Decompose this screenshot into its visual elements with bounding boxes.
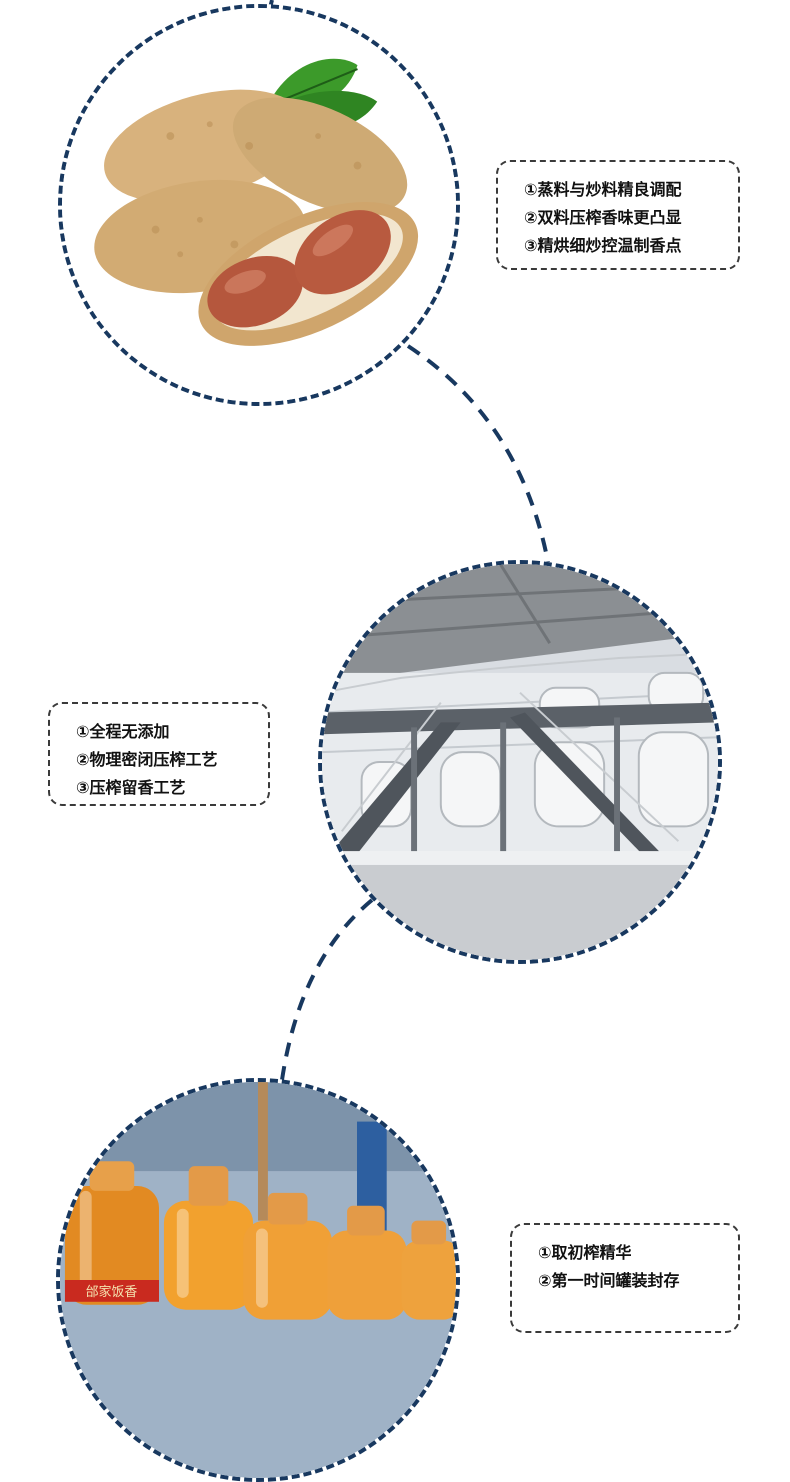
feature-line: ①取初榨精华 bbox=[538, 1243, 632, 1262]
feature-box-pressing: ①全程无添加 ②物理密闭压榨工艺 ③压榨留香工艺 bbox=[48, 702, 270, 806]
factory-image-circle bbox=[318, 560, 722, 964]
feature-line: ③压榨留香工艺 bbox=[76, 778, 186, 797]
feature-line: ②第一时间罐装封存 bbox=[538, 1271, 680, 1290]
feature-line: ②双料压榨香味更凸显 bbox=[524, 208, 682, 227]
factory-image bbox=[322, 564, 718, 960]
bottles-image-circle: 邰家饭香 bbox=[56, 1078, 460, 1482]
feature-line: ①蒸料与炒料精良调配 bbox=[524, 180, 682, 199]
feature-line: ①全程无添加 bbox=[76, 722, 170, 741]
bottle-label: 邰家饭香 bbox=[86, 1284, 138, 1300]
feature-line: ③精烘细炒控温制香点 bbox=[524, 236, 682, 255]
feature-box-roasting: ①蒸料与炒料精良调配 ②双料压榨香味更凸显 ③精烘细炒控温制香点 bbox=[496, 160, 740, 270]
feature-line: ②物理密闭压榨工艺 bbox=[76, 750, 218, 769]
oil-bottles-image: 邰家饭香 bbox=[60, 1082, 456, 1478]
feature-box-bottling: ①取初榨精华 ②第一时间罐装封存 bbox=[510, 1223, 740, 1333]
peanut-image bbox=[62, 8, 456, 402]
peanut-image-circle bbox=[58, 4, 460, 406]
